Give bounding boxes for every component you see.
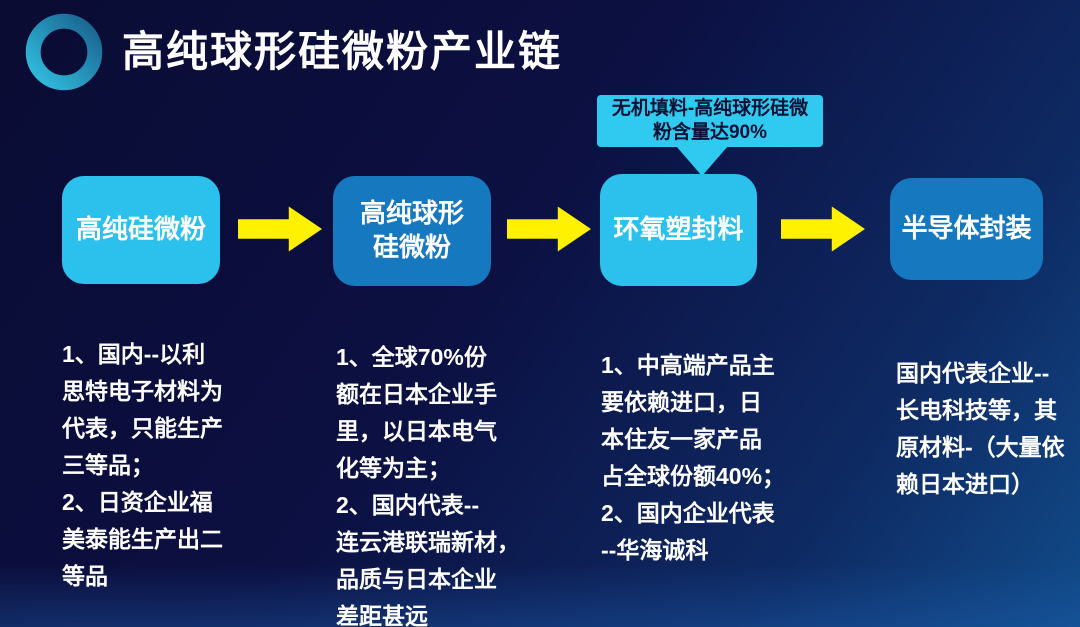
flow-right-arrow-icon [507, 206, 591, 252]
callout-box: 无机填料-高纯球形硅微 粉含量达90% [597, 95, 823, 147]
flow-right-arrow-icon [781, 206, 865, 252]
chain-node-semiconductor-packaging-box: 半导体封装 [890, 178, 1043, 280]
chain-node-label: 半导体封装 [901, 213, 1032, 244]
chain-node-spherical-silica-box: 高纯球形 硅微粉 [333, 176, 491, 286]
chain-node-note: 国内代表企业-- 长电科技等，其 原材料-（大量依 赖日本进口） [896, 360, 1065, 497]
callout-down-arrow-icon [676, 146, 728, 176]
ring-logo-icon [22, 8, 106, 96]
chain-node-raw-silica-box: 高纯硅微粉 [62, 176, 220, 284]
page-title: 高纯球形硅微粉产业链 [122, 28, 563, 75]
callout-text: 无机填料-高纯球形硅微 粉含量达90% [611, 98, 809, 143]
chain-node-label: 高纯硅微粉 [75, 214, 206, 245]
chain-node-epoxy-molding-box: 环氧塑封料 [600, 174, 757, 286]
chain-node-note: 1、中高端产品主 要依赖进口，日 本住友一家产品 占全球份额40%； 2、国内企… [601, 352, 786, 563]
flow-right-arrow-icon [238, 206, 322, 252]
chain-node-label: 高纯球形 硅微粉 [359, 198, 464, 262]
chain-node-note: 1、全球70%份 额在日本企业手 里，以日本电气 化等为主； 2、国内代表-- … [336, 344, 520, 627]
chain-node-note: 1、国内--以利 思特电子材料为 代表，只能生产 三等品； 2、日资企业福 美泰… [62, 341, 223, 589]
chain-node-label: 环氧塑封料 [613, 214, 744, 245]
